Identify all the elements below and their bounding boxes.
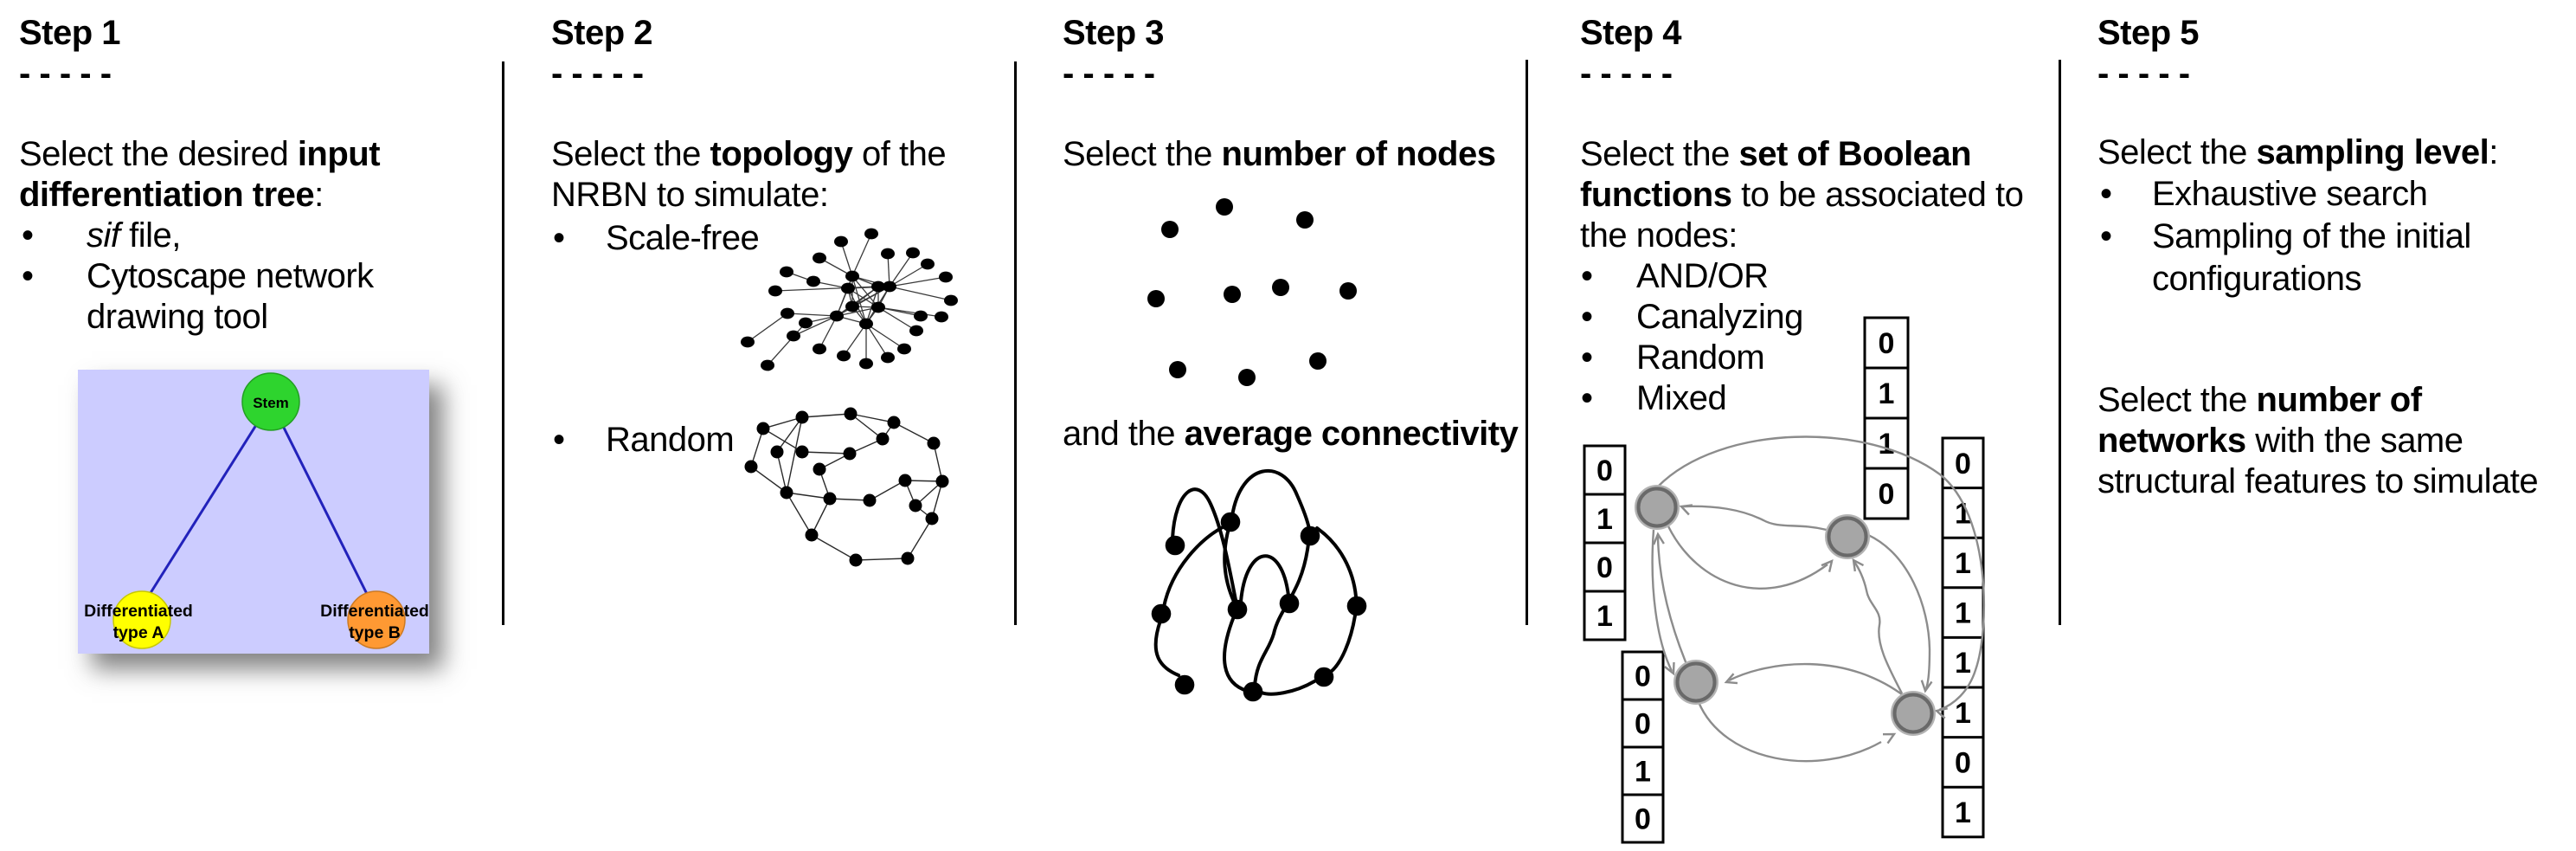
svg-text:1: 1 <box>1596 600 1613 633</box>
svg-text:0: 0 <box>1879 478 1895 511</box>
svg-text:1: 1 <box>1955 796 1971 829</box>
svg-text:0: 0 <box>1955 448 1971 480</box>
svg-text:0: 0 <box>1635 803 1651 836</box>
svg-text:type B: type B <box>349 623 401 642</box>
svg-text:0: 0 <box>1635 708 1651 741</box>
svg-text:type A: type A <box>113 623 164 642</box>
svg-text:1: 1 <box>1955 547 1971 580</box>
svg-text:1: 1 <box>1879 377 1895 410</box>
svg-text:1: 1 <box>1596 503 1613 536</box>
svg-text:1: 1 <box>1955 647 1971 680</box>
svg-text:1: 1 <box>1955 597 1971 630</box>
svg-text:Stem: Stem <box>253 395 289 411</box>
svg-text:0: 0 <box>1635 661 1651 693</box>
svg-text:0: 0 <box>1596 455 1613 487</box>
svg-text:1: 1 <box>1955 497 1971 530</box>
svg-text:0: 0 <box>1596 551 1613 584</box>
svg-text:1: 1 <box>1635 756 1651 789</box>
svg-text:0: 0 <box>1879 327 1895 360</box>
svg-text:Differentiated: Differentiated <box>320 602 429 621</box>
svg-text:1: 1 <box>1955 697 1971 730</box>
svg-text:0: 0 <box>1955 746 1971 779</box>
svg-text:Differentiated: Differentiated <box>84 602 193 621</box>
svg-text:1: 1 <box>1879 428 1895 461</box>
